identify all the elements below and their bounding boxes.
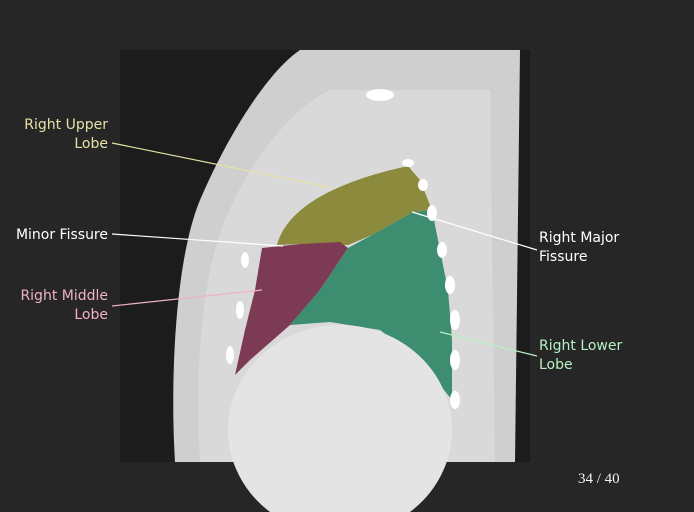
middle-leader-line — [111, 289, 263, 307]
diaphragm-dome — [228, 325, 452, 512]
minor-leader-line — [111, 233, 284, 247]
upper-leader-line — [111, 142, 334, 189]
right-middle-lobe — [235, 242, 348, 375]
label-minor-fissure: Minor Fissure — [15, 227, 108, 243]
page-number: 34 / 40 — [578, 471, 620, 487]
label-right-major-fissure: Right Major Fissure — [539, 230, 620, 265]
ribs — [226, 89, 460, 409]
right-upper-lobe — [277, 166, 432, 245]
label-right-lower-lobe: Right Lower Lobe — [539, 338, 623, 373]
label-right-upper-lobe: Right Upper Lobe — [24, 117, 108, 152]
lower-leader-line — [439, 331, 538, 357]
label-right-middle-lobe: Right Middle Lobe — [20, 288, 108, 323]
major-leader-line — [411, 211, 538, 251]
